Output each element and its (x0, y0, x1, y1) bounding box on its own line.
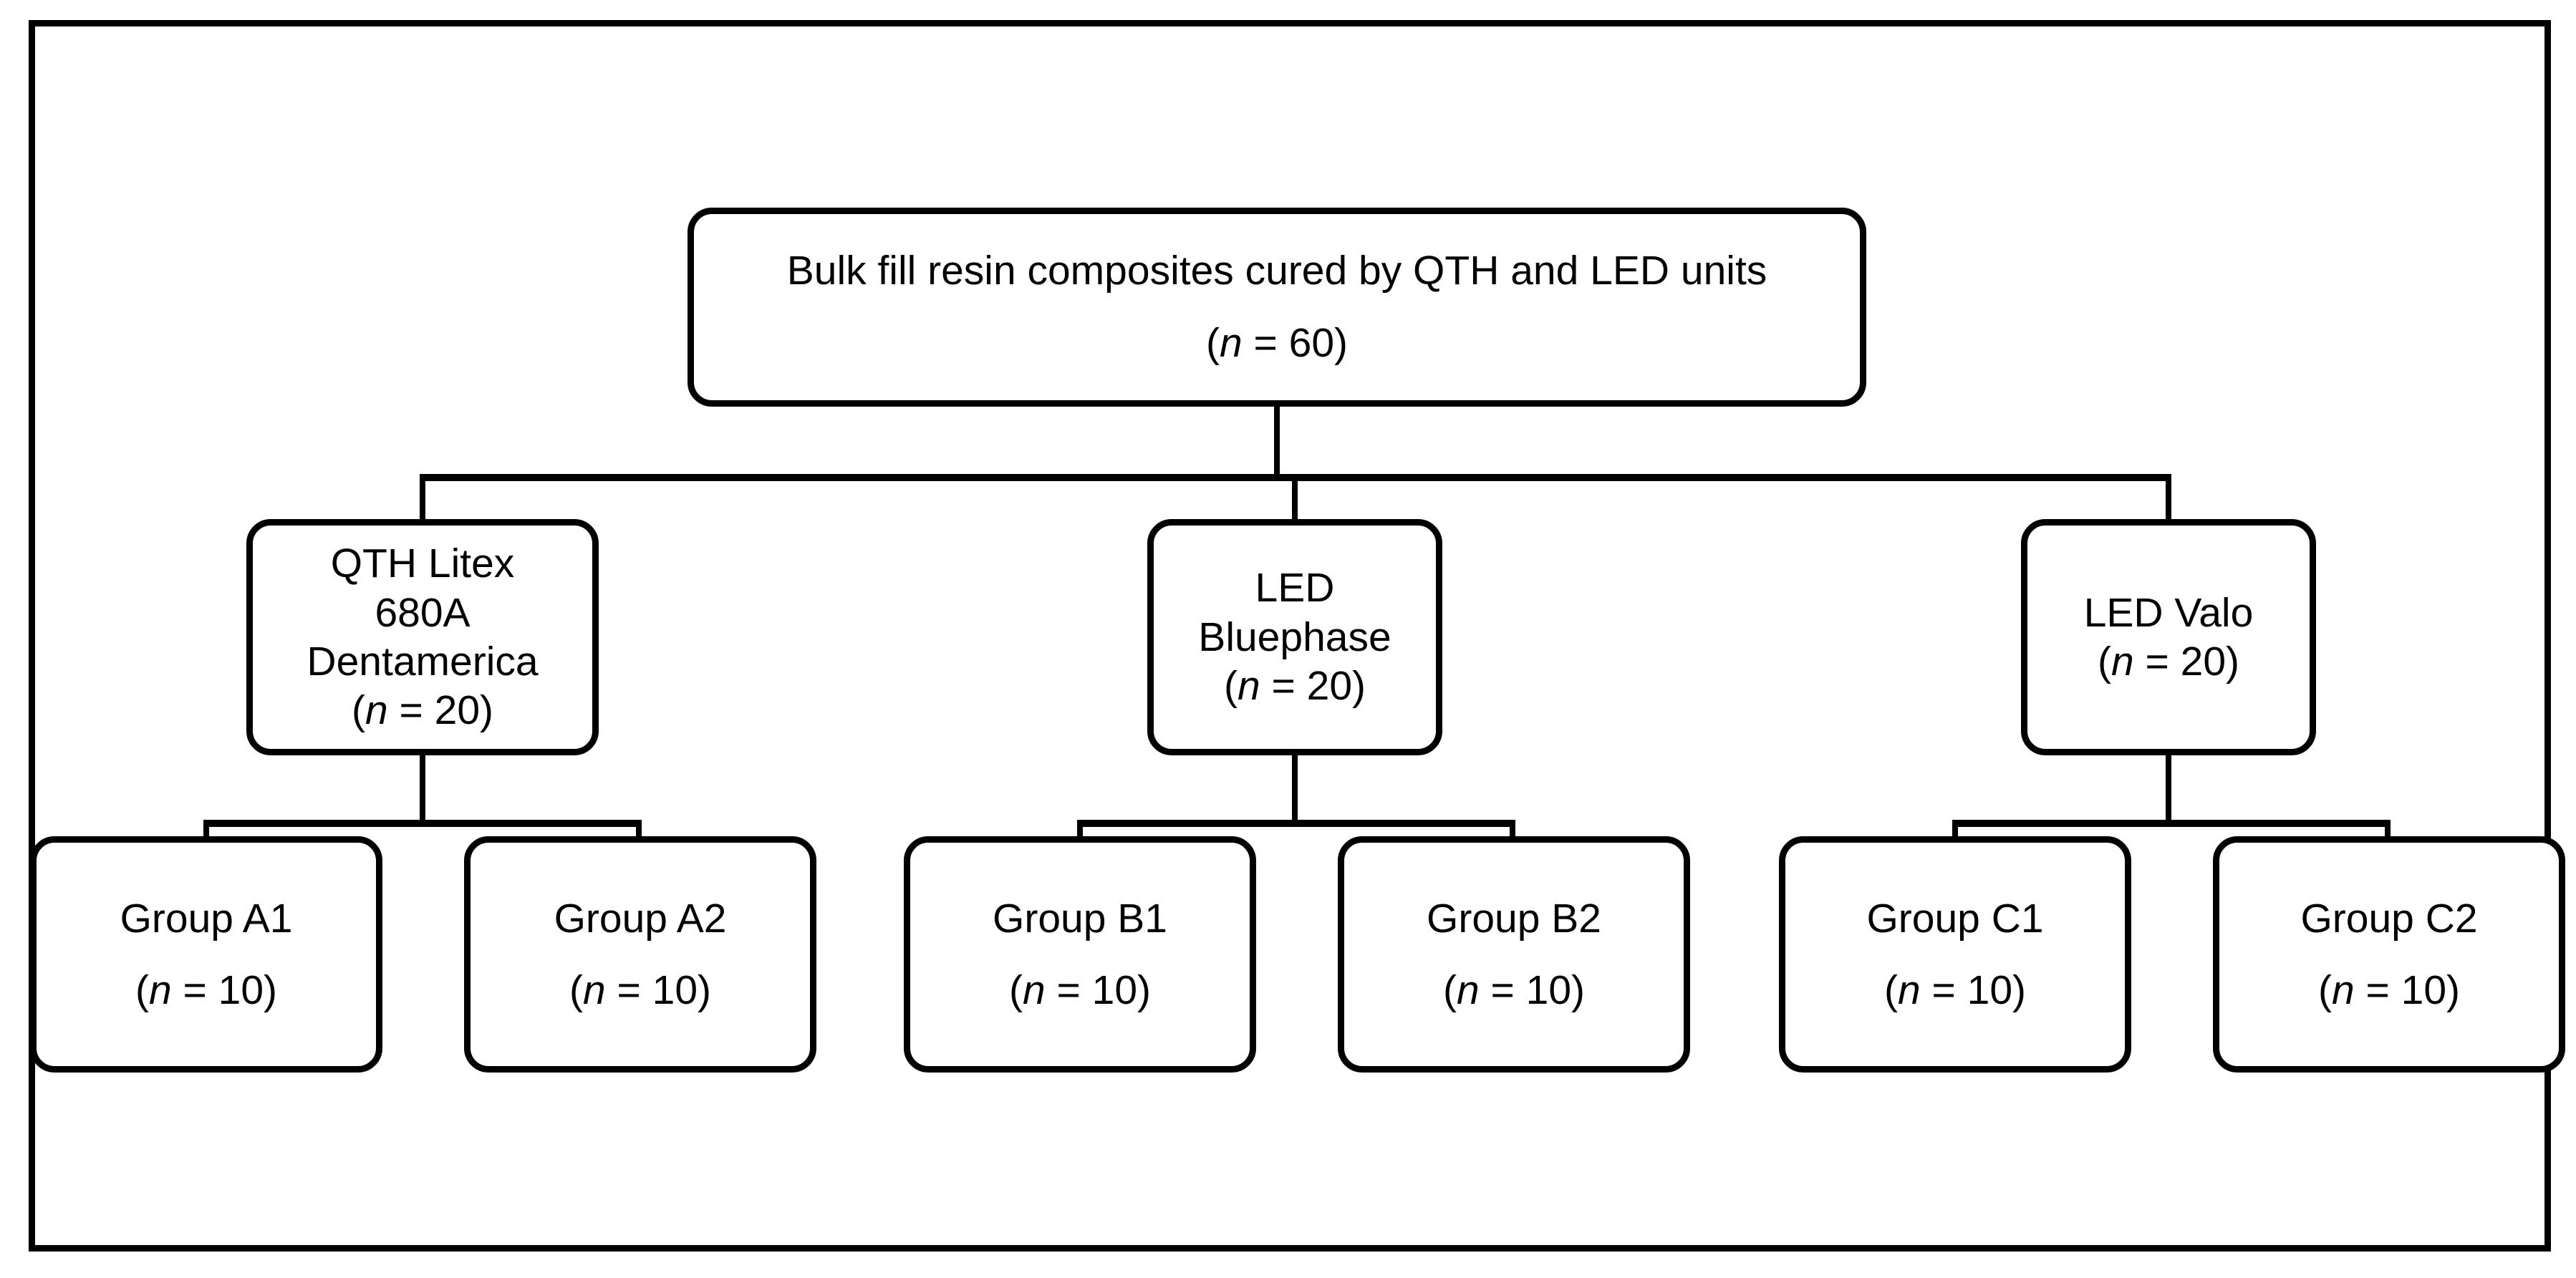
n-symbol: n (1219, 320, 1243, 367)
node-root[interactable]: Bulk fill resin composites cured by QTH … (688, 208, 1866, 407)
n-symbol: n (2331, 967, 2355, 1013)
node-led-bluephase[interactable]: LED Bluephase (n = 20) (1147, 519, 1442, 755)
node-b1-sample-size: (n = 10) (1009, 966, 1151, 1015)
paren-open: ( (1883, 967, 1898, 1013)
connector-qth-stem (420, 755, 425, 823)
n-symbol: n (1897, 967, 1921, 1013)
equals: = (387, 687, 435, 734)
node-qth-litex[interactable]: QTH Litex 680A Dentamerica (n = 20) (246, 519, 599, 755)
equals: = (605, 967, 652, 1013)
n-symbol: n (1456, 967, 1480, 1013)
connector-to-b1 (1077, 820, 1083, 841)
paren-close: ) (1352, 663, 1366, 710)
n-symbol: n (1022, 967, 1046, 1013)
n-value: 10 (2401, 967, 2447, 1013)
equals: = (1242, 320, 1289, 367)
paren-close: ) (264, 967, 278, 1013)
n-symbol: n (365, 687, 388, 734)
n-value: 60 (1288, 320, 1335, 367)
paren-close: ) (1571, 967, 1586, 1013)
node-valo-sample-size: (n = 20) (2098, 637, 2239, 686)
n-symbol: n (148, 967, 172, 1013)
n-symbol: n (1237, 663, 1260, 710)
node-c1-sample-size: (n = 10) (1884, 966, 2026, 1015)
n-value: 10 (1967, 967, 2013, 1013)
node-root-headline: Bulk fill resin composites cured by QTH … (786, 248, 1767, 294)
node-group-a2[interactable]: Group A2 (n = 10) (464, 836, 816, 1073)
n-value: 10 (1091, 967, 1138, 1013)
equals: = (1920, 967, 1967, 1013)
paren-close: ) (2226, 639, 2240, 684)
node-valo-line-1: LED Valo (2083, 589, 2254, 636)
paren-open: ( (569, 967, 583, 1013)
n-value: 20 (434, 687, 481, 734)
node-b2-sample-size: (n = 10) (1443, 966, 1585, 1015)
node-c2-label: Group C2 (2300, 895, 2478, 941)
paren-close: ) (698, 967, 712, 1013)
n-value: 10 (1525, 967, 1572, 1013)
n-value: 10 (652, 967, 698, 1013)
node-a2-label: Group A2 (554, 895, 727, 941)
paren-open: ( (1008, 967, 1023, 1013)
node-c1-label: Group C1 (1866, 895, 2044, 941)
n-symbol: n (2111, 639, 2134, 684)
node-group-b2[interactable]: Group B2 (n = 10) (1338, 836, 1690, 1073)
paren-open: ( (1442, 967, 1457, 1013)
connector-c-bus (1952, 820, 2391, 827)
n-value: 10 (218, 967, 264, 1013)
equals: = (171, 967, 218, 1013)
connector-to-a1 (203, 820, 209, 841)
connector-to-a2 (636, 820, 642, 841)
connector-to-c2 (2385, 820, 2391, 841)
node-group-a1[interactable]: Group A1 (n = 10) (30, 836, 382, 1073)
paren-close: ) (480, 687, 494, 734)
connector-b-bus (1077, 820, 1515, 827)
equals: = (1260, 663, 1307, 710)
equals: = (1045, 967, 1092, 1013)
paren-open: ( (1205, 320, 1220, 367)
connector-to-bluephase (1292, 474, 1298, 523)
node-b1-label: Group B1 (993, 895, 1167, 941)
node-group-c1[interactable]: Group C1 (n = 10) (1779, 836, 2131, 1073)
connector-to-qth (420, 474, 425, 523)
paren-close: ) (1334, 320, 1349, 367)
node-bluephase-line-2: Bluephase (1198, 614, 1391, 660)
equals: = (2354, 967, 2401, 1013)
connector-root-stem (1274, 407, 1280, 478)
node-b2-label: Group B2 (1427, 895, 1601, 941)
paren-open: ( (135, 967, 149, 1013)
connector-valo-stem (2166, 755, 2171, 823)
node-c2-sample-size: (n = 10) (2318, 966, 2460, 1015)
connector-to-valo (2166, 474, 2171, 523)
connector-a-bus (203, 820, 642, 827)
node-root-sample-size: (n = 60) (1206, 319, 1348, 367)
n-value: 20 (2180, 639, 2227, 684)
node-qth-line-1: QTH Litex (330, 541, 515, 587)
node-a1-sample-size: (n = 10) (135, 966, 277, 1015)
connector-to-b2 (1510, 820, 1515, 841)
node-bluephase-line-1: LED (1255, 565, 1335, 611)
paren-open: ( (1223, 663, 1238, 710)
connector-bluephase-stem (1292, 755, 1298, 823)
node-led-valo[interactable]: LED Valo (n = 20) (2021, 519, 2316, 755)
paren-open: ( (351, 687, 365, 734)
node-a1-label: Group A1 (120, 895, 293, 941)
node-a2-sample-size: (n = 10) (569, 966, 711, 1015)
node-qth-line-3: Dentamerica (307, 639, 539, 684)
n-symbol: n (582, 967, 606, 1013)
paren-close: ) (1137, 967, 1152, 1013)
paren-close: ) (2012, 967, 2027, 1013)
node-group-b1[interactable]: Group B1 (n = 10) (904, 836, 1256, 1073)
node-bluephase-sample-size: (n = 20) (1224, 662, 1366, 710)
node-group-c2[interactable]: Group C2 (n = 10) (2213, 836, 2565, 1073)
n-value: 20 (1306, 663, 1353, 710)
equals: = (1479, 967, 1526, 1013)
paren-close: ) (2446, 967, 2461, 1013)
node-qth-line-2: 680A (375, 589, 471, 636)
paren-open: ( (2317, 967, 2332, 1013)
paren-open: ( (2097, 639, 2111, 684)
equals: = (2133, 639, 2181, 684)
connector-to-c1 (1952, 820, 1958, 841)
node-qth-sample-size: (n = 20) (352, 686, 493, 735)
